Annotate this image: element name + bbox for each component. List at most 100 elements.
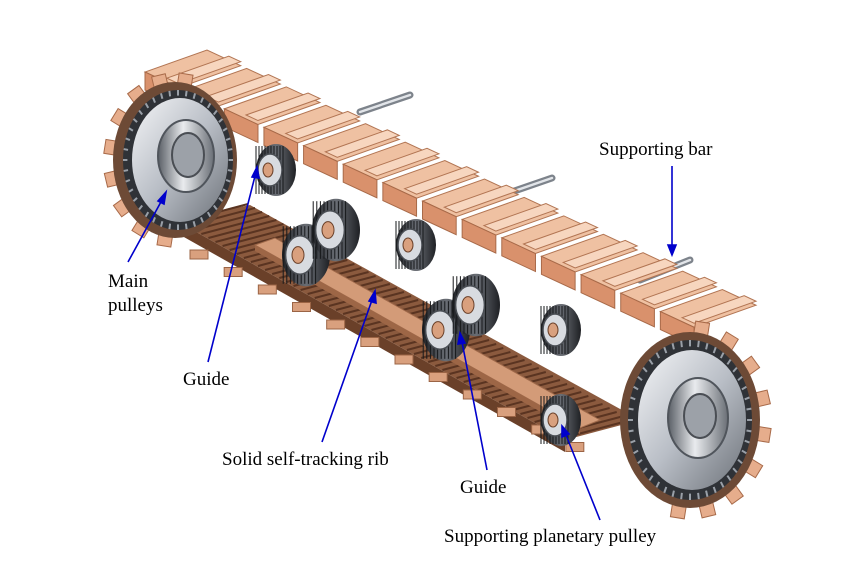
pulley-gear-tooth [655, 352, 661, 359]
pulley-gear-tooth [200, 217, 204, 223]
pulley-gear-tooth [218, 197, 224, 202]
pulley-gear-tooth [168, 223, 172, 230]
track-cleat [244, 92, 322, 122]
pulley-gear-tooth [746, 407, 752, 411]
label-supporting-bar: Supporting bar [599, 139, 713, 160]
pulley-gear-tooth [697, 340, 700, 348]
track-pad-front [422, 200, 457, 236]
pulley-gear-tooth [637, 459, 643, 465]
arrow-supporting-bar [666, 166, 678, 258]
lower-pad [257, 284, 277, 295]
label-self-tracking-rib: Solid self-tracking rib [222, 449, 389, 470]
pulley-gear-tooth [737, 459, 743, 465]
track-cleat [601, 258, 679, 287]
pulley-gear-tooth [726, 475, 732, 482]
pulley-gear-tooth [192, 93, 196, 99]
pulley-axle [262, 162, 274, 178]
pulley-gear-tooth [144, 211, 150, 218]
pulley-gear-tooth [152, 217, 156, 223]
pulley-gear-tooth [633, 449, 639, 455]
pulley-gear-tooth [138, 204, 144, 211]
label-guide-center: Guide [460, 477, 507, 498]
pulley-gear-tooth [200, 97, 204, 103]
pulley-gear-tooth [225, 178, 231, 183]
track-cleat [680, 295, 758, 324]
lower-pad [497, 407, 516, 417]
pulley-gear-tooth [642, 467, 648, 474]
pulley-gear-tooth [712, 346, 717, 354]
arrow-guide-left [207, 164, 260, 363]
pulley-gear-tooth [222, 127, 228, 132]
pulley-gear-tooth [737, 375, 743, 381]
track-cleat [284, 110, 361, 140]
lower-pad [394, 354, 414, 365]
track-cleat [641, 276, 718, 306]
track-pad-front [580, 273, 616, 310]
track-pad-front [501, 237, 536, 273]
pulley-gear-tooth [630, 396, 636, 401]
pulley-gear-tooth [212, 204, 218, 211]
label-supporting-planetary-pulley: Supporting planetary pulley [444, 526, 657, 547]
lower-pad [428, 372, 448, 382]
pulley-gear-tooth [726, 358, 732, 365]
track-cleat [363, 147, 441, 177]
pulley-gear-tooth [663, 346, 668, 354]
track-pad-front [342, 163, 378, 199]
pulley-gear-tooth [218, 118, 224, 123]
pulley-gear-tooth [184, 223, 188, 230]
lower-pad [292, 302, 311, 312]
pulley-axle [547, 412, 559, 428]
track-pad-front [620, 292, 655, 328]
pulley-gear-tooth [746, 429, 752, 433]
planetary-pulleys [255, 144, 581, 446]
pulley-gear-tooth [633, 385, 639, 391]
pulley-axle [547, 322, 559, 338]
callout-arrows [127, 164, 678, 521]
pulley-gear-tooth [705, 490, 709, 497]
rack-tooth [215, 223, 284, 243]
pulley-gear-tooth [680, 492, 683, 500]
pulley-gear-tooth [719, 481, 725, 488]
pulley-gear-tooth [628, 407, 634, 411]
lower-pad [565, 442, 585, 452]
label-guide-left: Guide [183, 369, 230, 390]
pulley-gear-tooth [671, 490, 675, 497]
pulley-gear-tooth [719, 352, 725, 359]
pulley-gear-tooth [168, 90, 172, 97]
pulley-gear-tooth [648, 358, 654, 365]
pulley-gear-tooth [648, 475, 654, 482]
pulley-gear-tooth [184, 90, 188, 97]
track-pad-front [382, 181, 418, 218]
pulley-gear-tooth [132, 197, 138, 202]
pulley-gear-tooth [655, 481, 661, 488]
pulley-gear-tooth [128, 127, 134, 132]
track-pad-front [461, 218, 497, 254]
track-cleat [561, 239, 639, 269]
pulley-gear-tooth [128, 188, 134, 193]
arrow-guide-center [457, 330, 488, 471]
pulley-gear-tooth [192, 221, 196, 227]
pulley-gear-tooth [637, 375, 643, 381]
pulley-gear-tooth [712, 486, 717, 494]
pulley-gear-tooth [705, 343, 709, 350]
pulley-axle [461, 296, 475, 314]
pulley-gear-tooth [123, 169, 129, 172]
label-main-pulleys: Main pulleys [108, 271, 163, 316]
pulley-gear-tooth [132, 118, 138, 123]
pulley-gear-tooth [144, 102, 150, 109]
pulley-gear-tooth [663, 486, 668, 494]
pulley-gear-tooth [671, 343, 675, 350]
main-pulley-left [103, 72, 237, 248]
pulley-axle [291, 246, 305, 264]
track-cleat [522, 221, 599, 251]
lower-pad [326, 319, 346, 330]
pulley-gear-tooth [642, 366, 648, 373]
arrow-main-pulleys [127, 189, 168, 263]
pulley-gear-tooth [744, 439, 750, 444]
pulley-gear-tooth [732, 366, 738, 373]
pulley-gear-tooth [741, 385, 747, 391]
pulley-axle [402, 237, 414, 253]
track-cleat [324, 129, 401, 158]
